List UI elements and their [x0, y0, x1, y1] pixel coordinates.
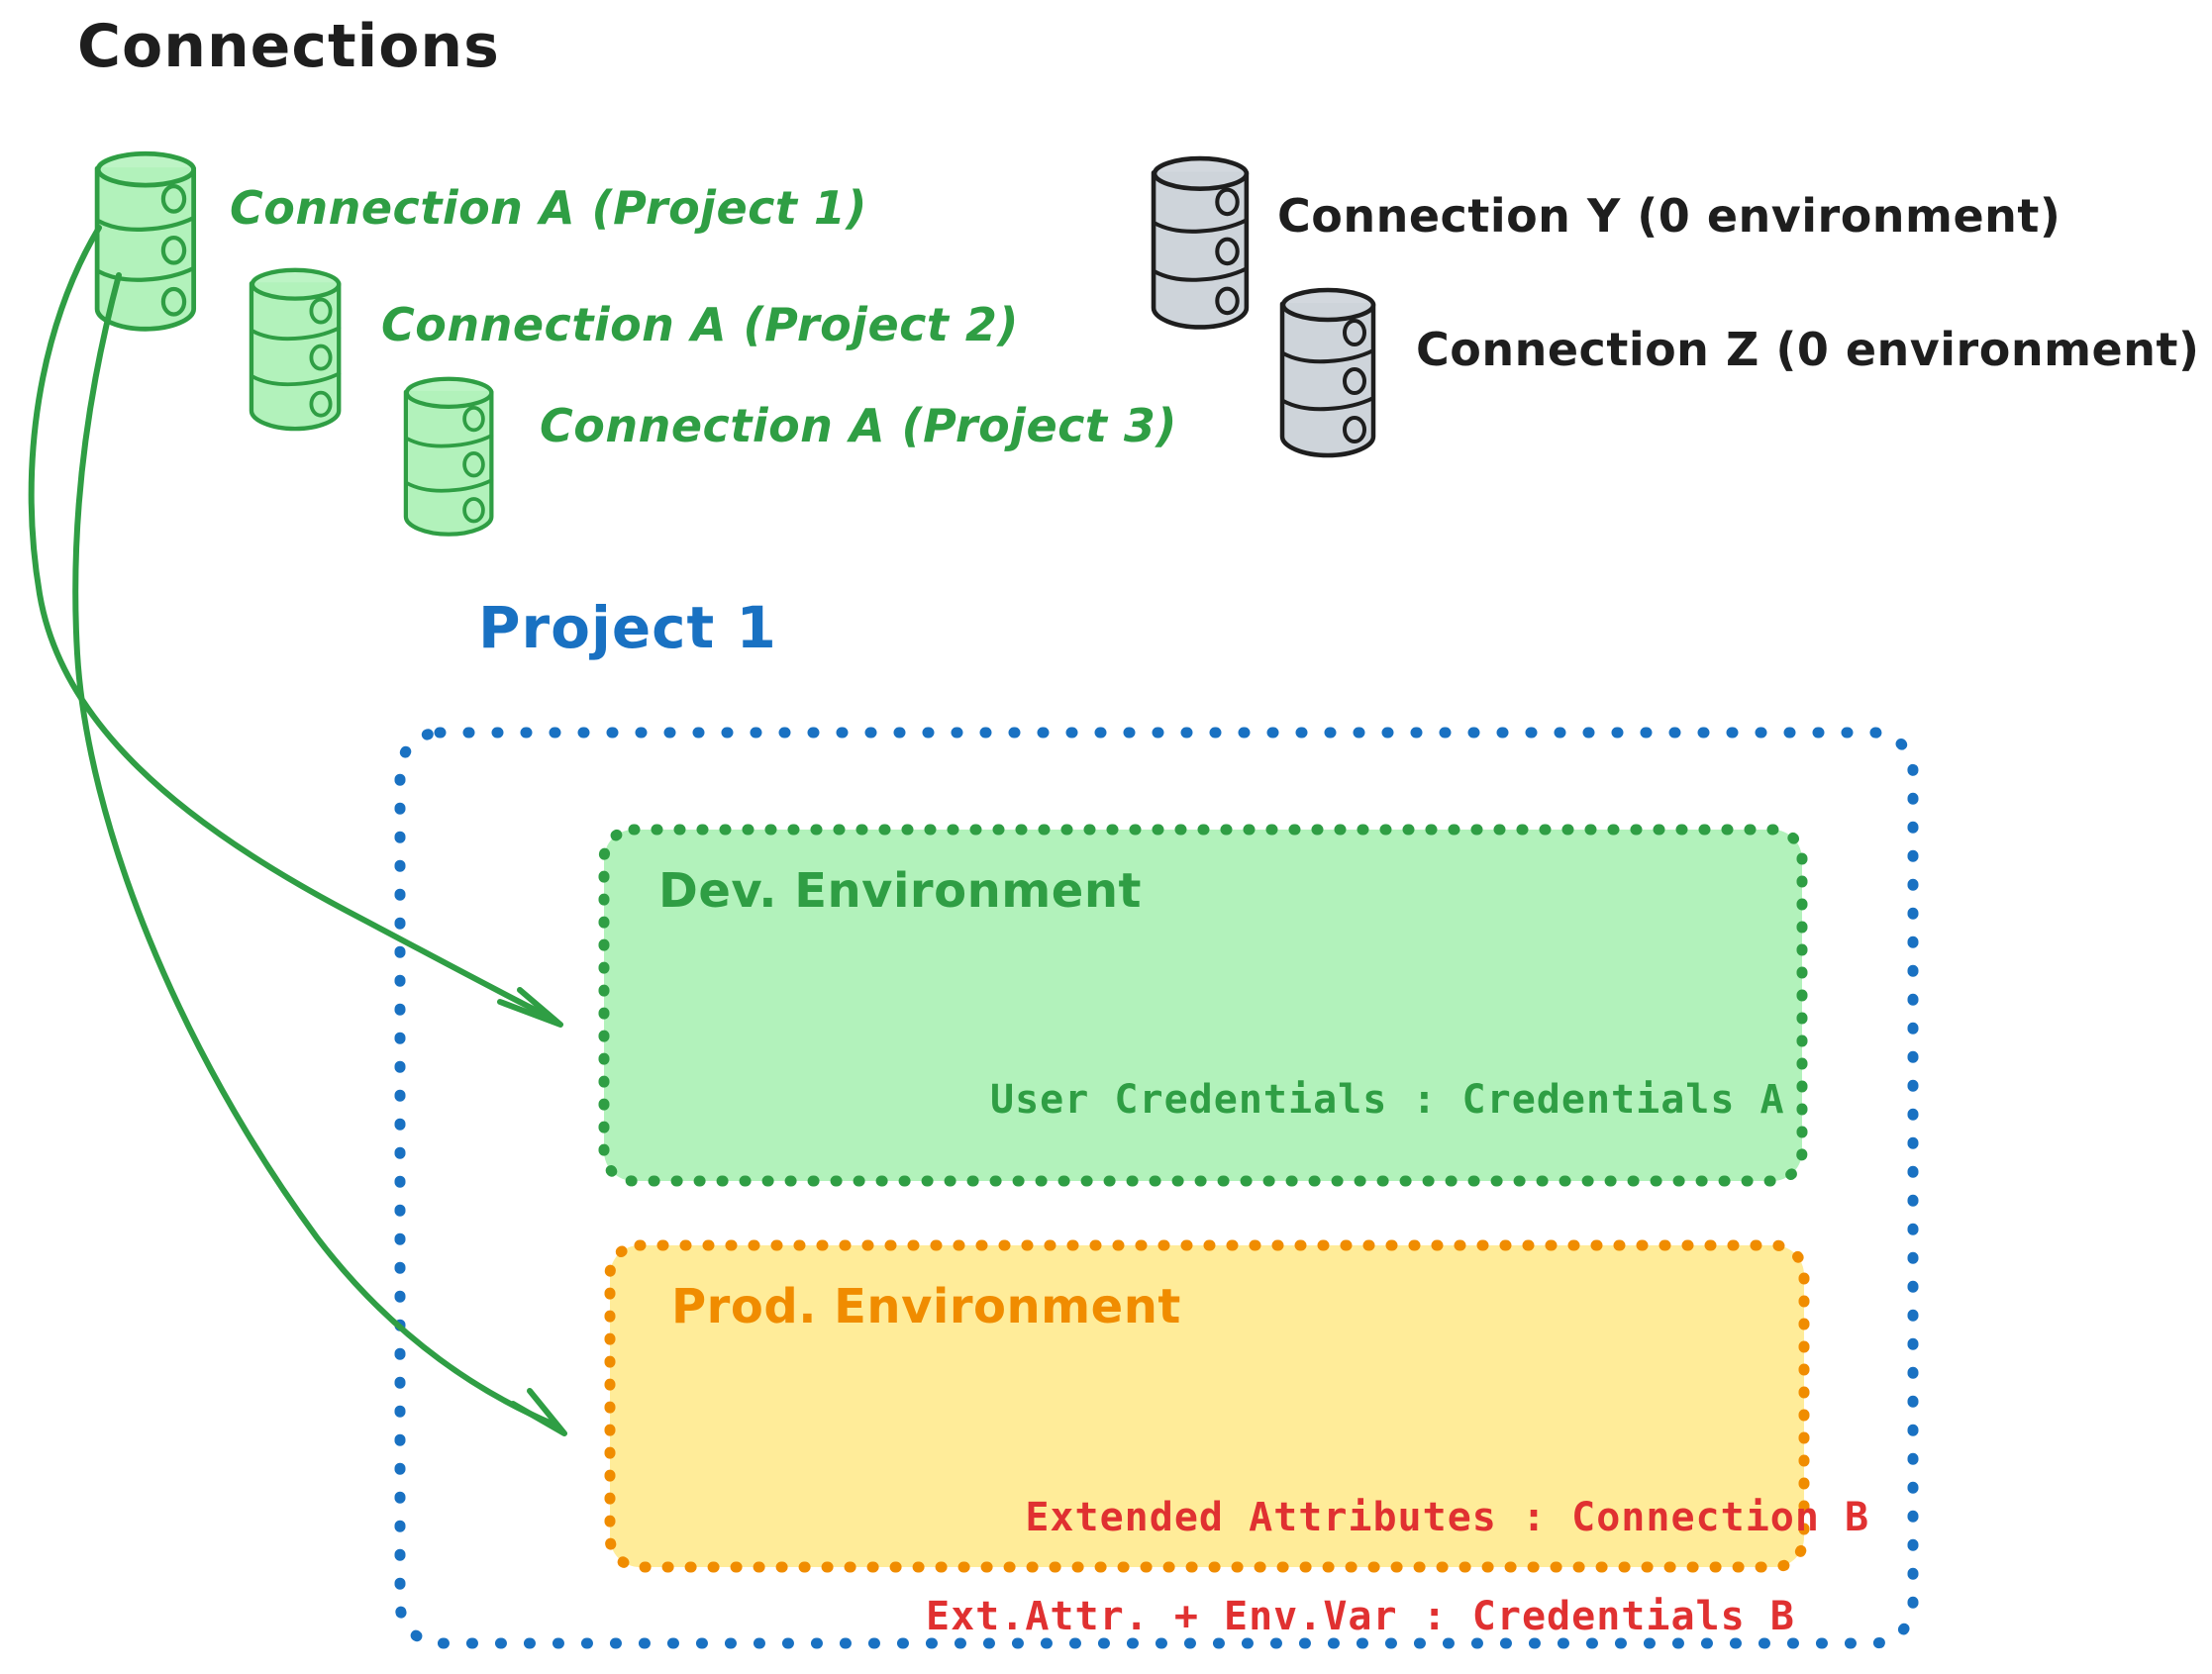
connection-label-a-project-3: Connection A (Project 3): [540, 399, 1177, 452]
dev-environment-title: Dev. Environment: [658, 863, 1142, 919]
arrow-connection-a-to-dev: [28, 225, 563, 1028]
database-cylinder-icon-a3: [403, 376, 494, 537]
prod-environment-box: [604, 1239, 1810, 1573]
connection-label-a-project-2: Connection A (Project 2): [381, 298, 1019, 351]
dev-environment-box: [598, 824, 1808, 1187]
database-cylinder-icon-a2: [249, 267, 342, 432]
prod-environment-title: Prod. Environment: [671, 1279, 1181, 1334]
connection-label-z: Connection Z (0 environment): [1416, 323, 2200, 376]
prod-entry-ext-attr-env-var: Ext.Attr. + Env.Var : Credentials B: [926, 1594, 1795, 1639]
page-title: Connections: [77, 12, 500, 81]
project-container-box: [394, 727, 1919, 1649]
prod-environment-entries: Extended Attributes : Connection B Ext.A…: [926, 1443, 1869, 1674]
project-title: Project 1: [478, 594, 777, 661]
prod-entry-extended-attributes: Extended Attributes : Connection B: [1025, 1495, 1870, 1540]
dev-environment-entry-user-credentials: User Credentials : Credentials A: [990, 1077, 1785, 1123]
database-cylinder-icon-y: [1151, 155, 1250, 330]
arrow-connection-a-to-prod: [72, 272, 567, 1436]
database-cylinder-icon-z: [1279, 287, 1376, 458]
database-cylinder-icon-a1: [94, 150, 197, 332]
connection-label-a-project-1: Connection A (Project 1): [230, 181, 867, 235]
connection-label-y: Connection Y (0 environment): [1277, 189, 2061, 243]
